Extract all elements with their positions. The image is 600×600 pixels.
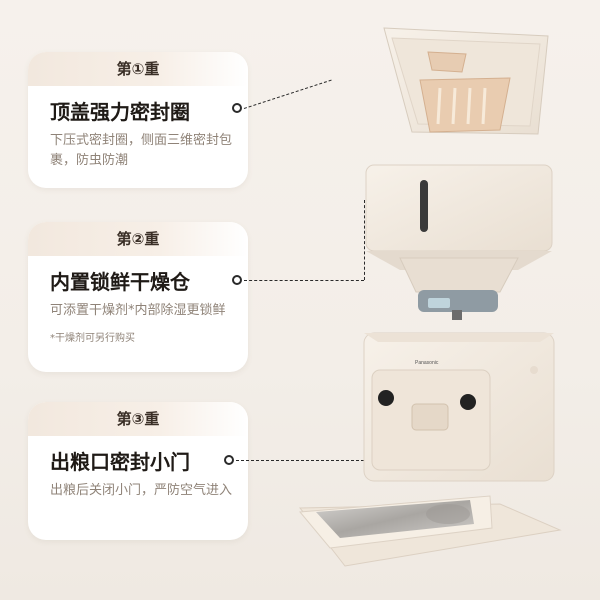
connector-dot-1 bbox=[232, 103, 242, 113]
connector-line-2 bbox=[244, 280, 364, 281]
card-3-desc: 出粮后关闭小门，严防空气进入 bbox=[50, 483, 233, 498]
card-2-desc: 可添置干燥剂*内部除湿更锁鲜 bbox=[50, 303, 226, 318]
connector-vline-2 bbox=[364, 200, 365, 280]
card-2-title: 内置锁鲜干燥仓 bbox=[50, 270, 190, 294]
connector-line-3 bbox=[236, 460, 374, 461]
card-3-title: 出粮口密封小门 bbox=[50, 450, 190, 474]
connector-dot-3 bbox=[224, 455, 234, 465]
card-3-tab: 第③重 bbox=[28, 402, 248, 436]
card-2-note: *干燥剂可另行购买 bbox=[50, 333, 135, 344]
card-2-tab: 第②重 bbox=[28, 222, 248, 256]
bowl-tray bbox=[298, 495, 562, 567]
connector-dot-2 bbox=[232, 275, 242, 285]
card-1-desc: 下压式密封圈，侧面三维密封包裹，防虫防潮 bbox=[50, 133, 233, 168]
hopper bbox=[365, 164, 553, 320]
lid bbox=[383, 27, 549, 135]
feature-card-1: 第①重 顶盖强力密封圈 下压式密封圈，侧面三维密封包裹，防虫防潮 bbox=[28, 52, 248, 188]
feature-card-2: 第②重 内置锁鲜干燥仓 可添置干燥剂*内部除湿更锁鲜 *干燥剂可另行购买 bbox=[28, 222, 248, 372]
base-body: Panasonic bbox=[363, 332, 555, 482]
brand-logo: Panasonic bbox=[415, 360, 439, 366]
card-1-tab: 第①重 bbox=[28, 52, 248, 86]
feature-card-3: 第③重 出粮口密封小门 出粮后关闭小门，严防空气进入 bbox=[28, 402, 248, 540]
card-1-title: 顶盖强力密封圈 bbox=[50, 100, 190, 124]
